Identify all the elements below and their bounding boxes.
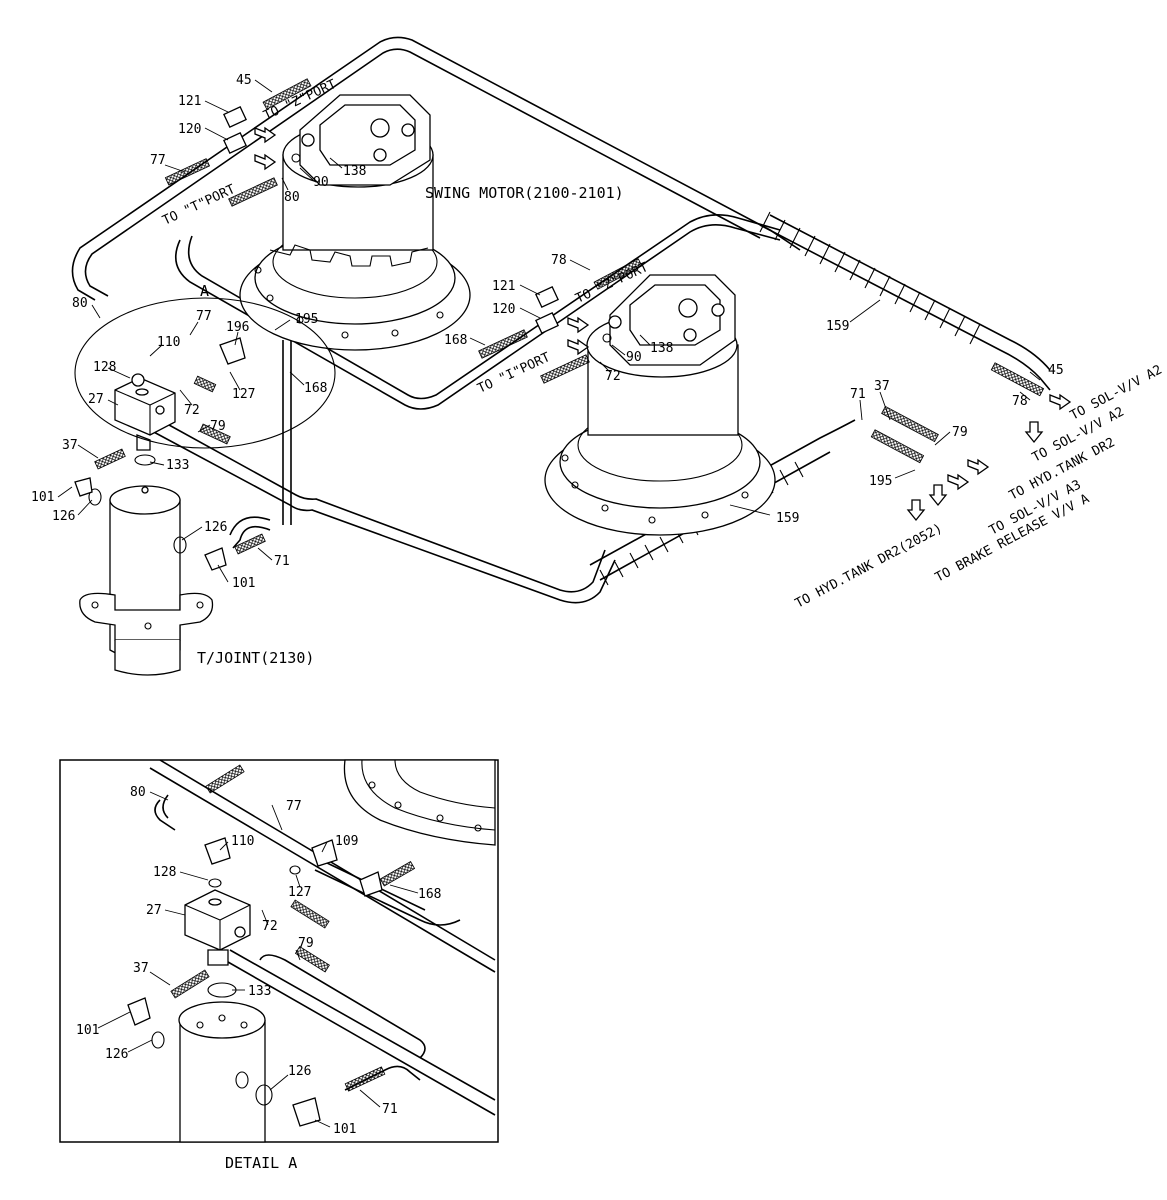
callout: 127 <box>232 387 255 402</box>
callout: 101 <box>232 576 255 591</box>
callout: 195 <box>295 312 318 327</box>
callout: 126 <box>204 520 227 535</box>
callout: 72 <box>262 919 278 934</box>
callout: 77 <box>196 309 212 324</box>
swing-motor-1 <box>239 94 471 351</box>
swing-motor-2 <box>544 274 776 536</box>
fittings-upper <box>74 78 1045 571</box>
callout: 138 <box>650 341 673 356</box>
callout: 196 <box>226 320 249 335</box>
callout: 45 <box>236 73 252 88</box>
swing-motor-label: SWING MOTOR(2100-2101) <box>425 184 624 202</box>
callout: 79 <box>952 425 968 440</box>
callout: 80 <box>284 190 300 205</box>
t-joint-label: T/JOINT(2130) <box>197 649 314 667</box>
callout: 79 <box>298 936 314 951</box>
callout: 101 <box>333 1122 356 1137</box>
turning-joint-upper <box>79 485 214 676</box>
callout: 133 <box>166 458 189 473</box>
callout: 121 <box>178 94 201 109</box>
callout: 72 <box>605 369 621 384</box>
callout: 168 <box>418 887 441 902</box>
callout: 101 <box>76 1023 99 1038</box>
detail-a-panel <box>59 759 499 1143</box>
detail-a-circle <box>74 297 336 449</box>
callout: 120 <box>492 302 515 317</box>
to-t-port-label: TO "T"PORT <box>160 182 237 229</box>
callout: 72 <box>184 403 200 418</box>
callout: 45 <box>1048 363 1064 378</box>
callout-numbers-upper: 45 121 120 77 138 90 80 78 121 120 168 9… <box>31 73 1064 591</box>
callout: 126 <box>105 1047 128 1062</box>
callout: 78 <box>1012 394 1028 409</box>
callout: 128 <box>93 360 116 375</box>
callout: 121 <box>492 279 515 294</box>
callout: 80 <box>130 785 146 800</box>
callout: 120 <box>178 122 201 137</box>
callout: 90 <box>626 350 642 365</box>
callout: 80 <box>72 296 88 311</box>
block-27-upper <box>114 377 176 451</box>
callout: 159 <box>776 511 799 526</box>
callout: 195 <box>869 474 892 489</box>
callout: 27 <box>88 392 104 407</box>
callout: 110 <box>231 834 254 849</box>
callout: 77 <box>286 799 302 814</box>
callout: 128 <box>153 865 176 880</box>
callout: 109 <box>335 834 358 849</box>
detail-marker-a: A <box>200 282 209 300</box>
callout: 37 <box>62 438 78 453</box>
callout: 127 <box>288 885 311 900</box>
callout: 168 <box>444 333 467 348</box>
callout: 71 <box>850 387 866 402</box>
flow-arrows <box>254 126 1072 522</box>
callout: 101 <box>31 490 54 505</box>
callout: 79 <box>210 419 226 434</box>
callout: 126 <box>52 509 75 524</box>
leader-lines-upper <box>57 79 1041 583</box>
hose-protector-159-upper <box>759 211 1051 391</box>
detail-a-title: DETAIL A <box>225 1154 297 1172</box>
callout: 71 <box>274 554 290 569</box>
callout: 159 <box>826 319 849 334</box>
callout: 110 <box>157 335 180 350</box>
callout: 168 <box>304 381 327 396</box>
hose-loops <box>71 36 801 604</box>
callout: 37 <box>133 961 149 976</box>
callout: 138 <box>343 164 366 179</box>
dest-hyd-dr2-2052-label: TO HYD.TANK DR2(2052) <box>793 521 945 611</box>
callout: 71 <box>382 1102 398 1117</box>
dest-brake-label: TO BRAKE RELEASE V/V A <box>933 491 1092 585</box>
callout: 37 <box>874 379 890 394</box>
callout: 126 <box>288 1064 311 1079</box>
to-i-port-label: TO "I"PORT <box>475 350 552 397</box>
callout: 77 <box>150 153 166 168</box>
detail-a-labels: DETAIL A 80 77 110 109 128 127 168 27 72… <box>76 785 441 1172</box>
callout: 90 <box>313 175 329 190</box>
callout: 133 <box>248 984 271 999</box>
callout: 78 <box>551 253 567 268</box>
callout: 27 <box>146 903 162 918</box>
